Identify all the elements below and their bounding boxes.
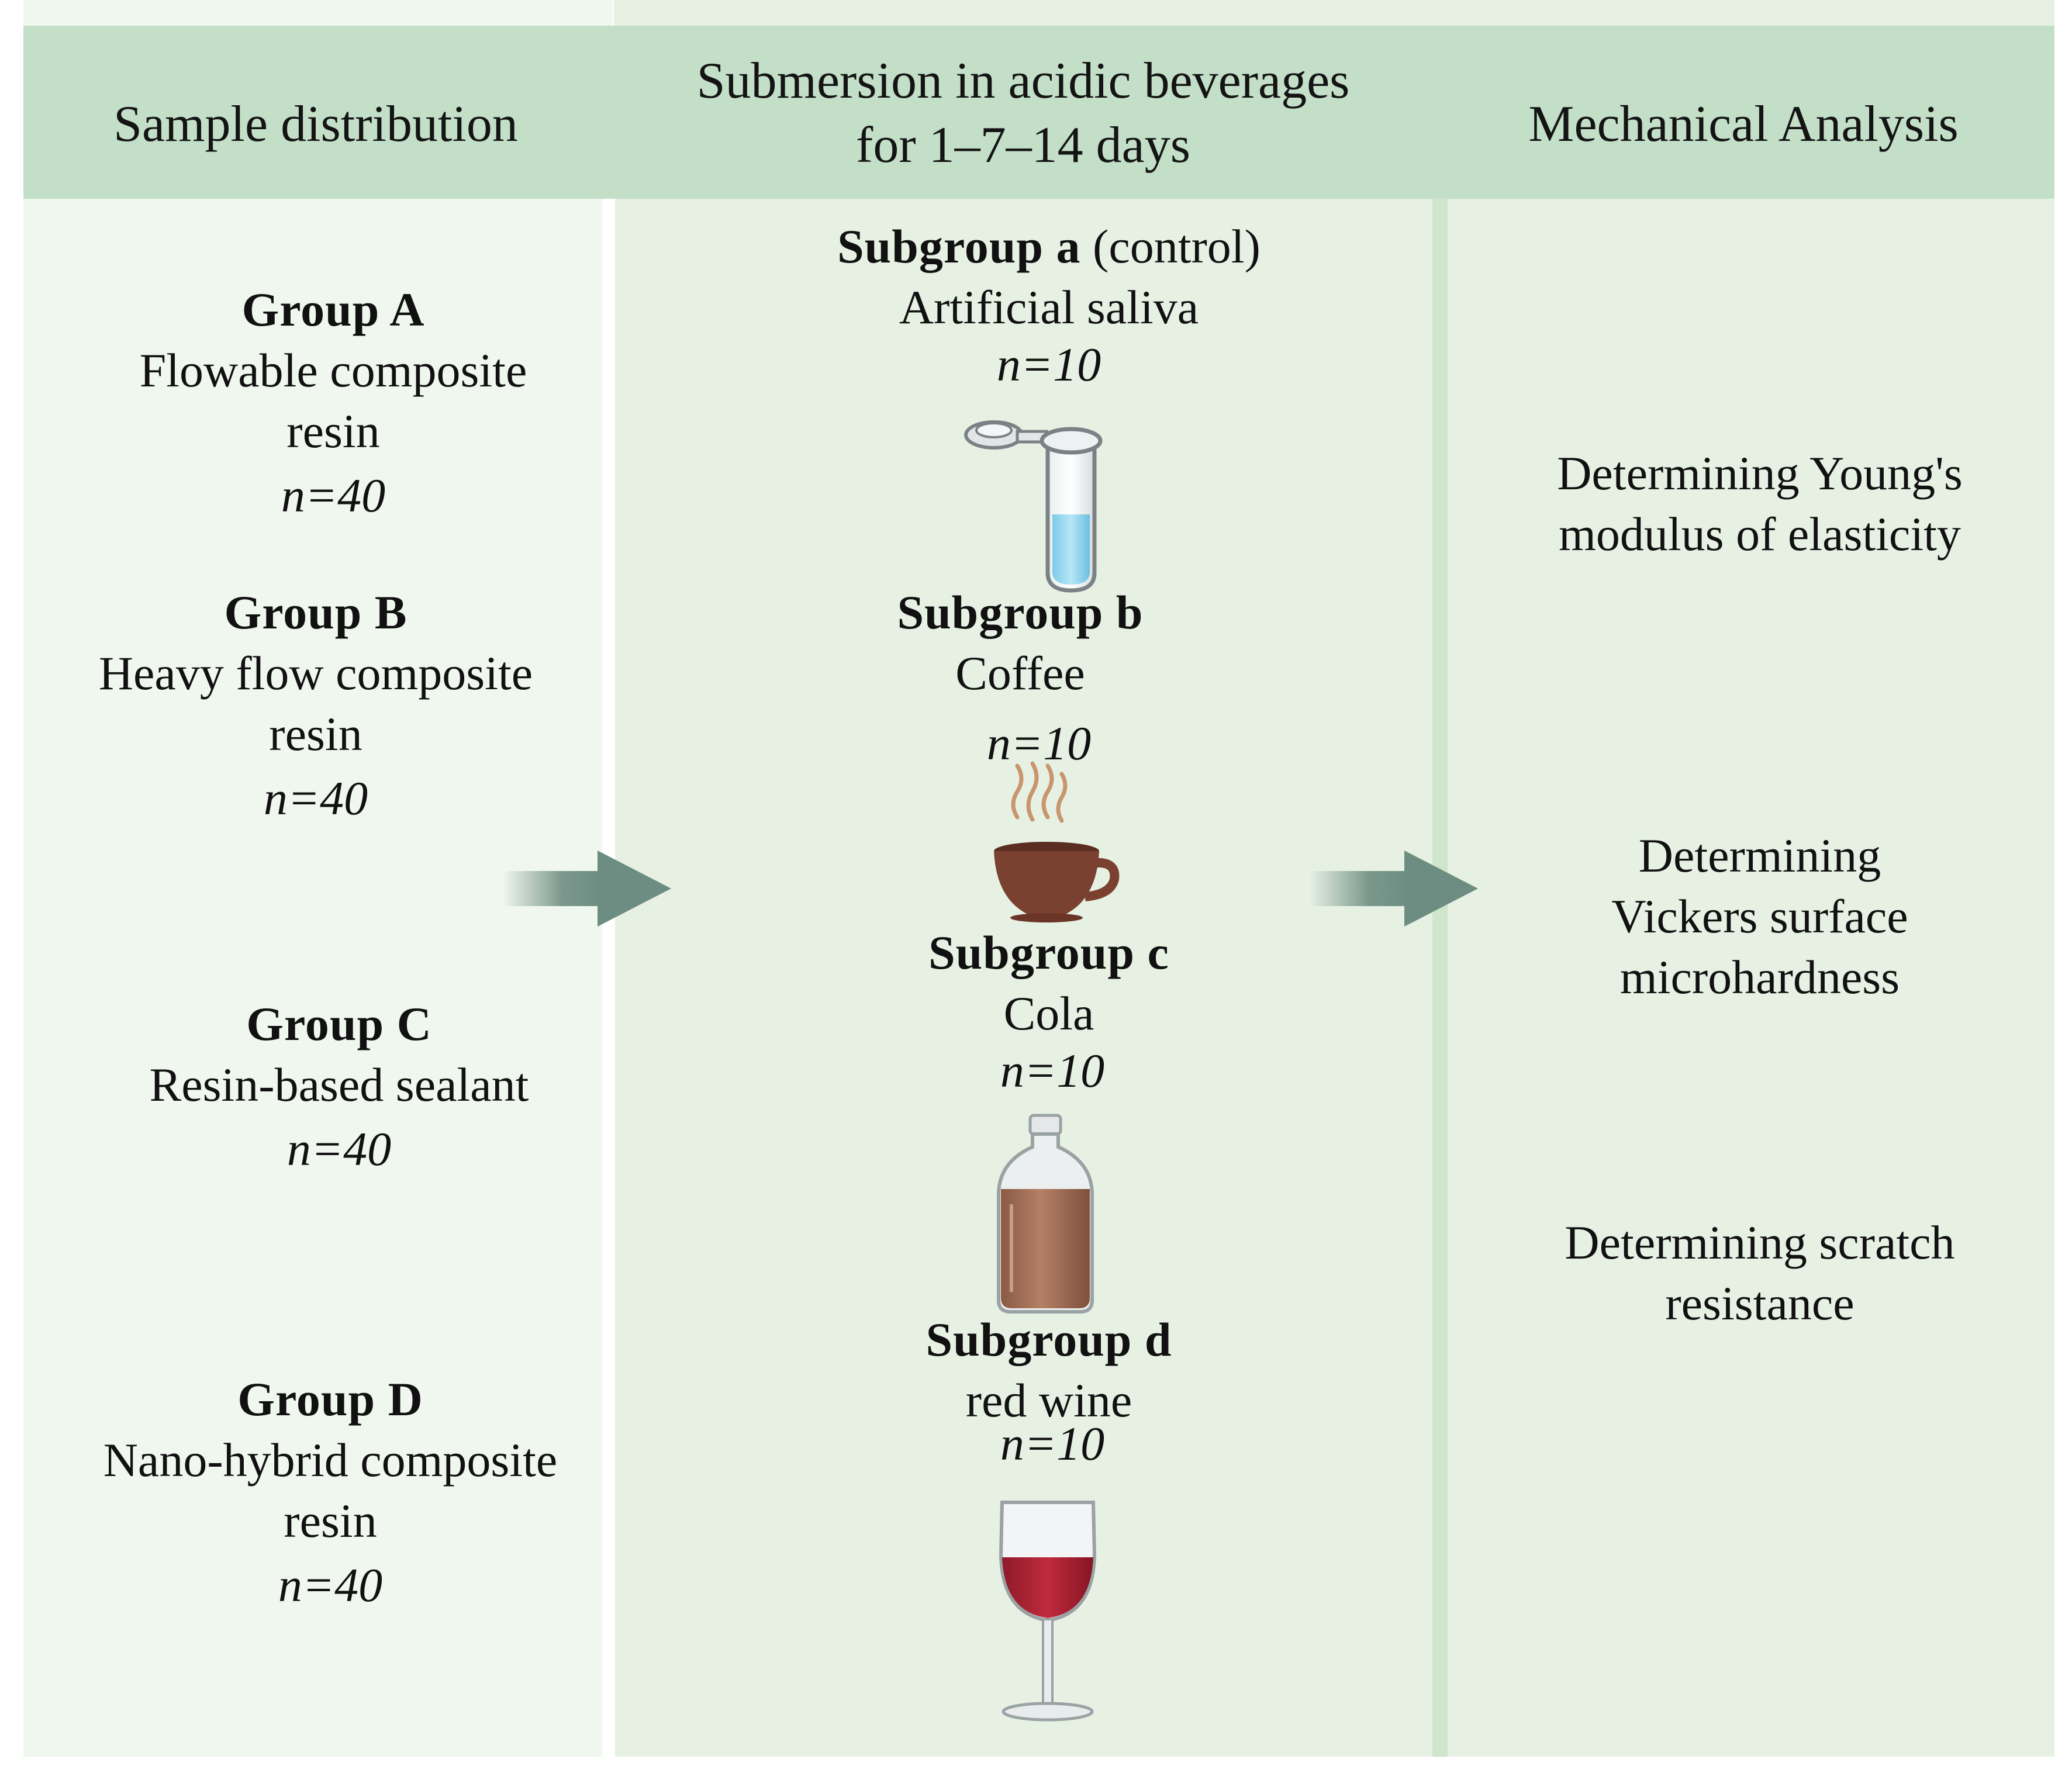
test-tube-icon bbox=[964, 420, 1103, 593]
subgroup-b-beverage: Coffee bbox=[955, 647, 1085, 700]
subgroup-c-title: Subgroup c bbox=[928, 926, 1169, 979]
header-submersion-line2: for 1–7–14 days bbox=[856, 117, 1190, 174]
analysis-youngs-modulus: Determining Young's modulus of elasticit… bbox=[1448, 443, 2072, 565]
subgroup-a-note: (control) bbox=[1093, 220, 1261, 273]
group-a-desc-line2: resin bbox=[286, 405, 380, 458]
mechanical-analysis-column bbox=[1432, 0, 2054, 1757]
subgroup-b-title: Subgroup b bbox=[897, 586, 1144, 639]
subgroup-d-n: n=10 bbox=[1000, 1417, 1105, 1470]
group-a-desc-line1: Flowable composite bbox=[139, 344, 527, 397]
group-b-n: n=40 bbox=[263, 772, 368, 825]
group-b-desc-line2: resin bbox=[269, 707, 362, 761]
subgroup-a-title: Subgroup a bbox=[837, 220, 1081, 273]
subgroup-b: Subgroup b Coffee n=10 bbox=[611, 582, 1429, 774]
analysis-scratch-resistance: Determining scratch resistance bbox=[1448, 1212, 2072, 1334]
header-mechanical-analysis: Mechanical Analysis bbox=[1528, 96, 1959, 153]
arrow-right-icon bbox=[503, 851, 671, 927]
group-a-title: Group A bbox=[241, 283, 425, 336]
subgroup-c: Subgroup c Cola n=10 bbox=[640, 922, 1458, 1101]
subgroup-c-n: n=10 bbox=[1000, 1044, 1105, 1097]
header-band bbox=[23, 26, 2054, 199]
group-c: Group C Resin-based sealant n=40 bbox=[47, 994, 631, 1180]
analysis-vickers-line2: Vickers surface bbox=[1611, 890, 1908, 943]
subgroup-d-beverage: red wine bbox=[965, 1374, 1132, 1427]
subgroup-d: Subgroup d red wine n=10 bbox=[640, 1309, 1458, 1474]
column-divider-right bbox=[1432, 199, 1448, 1757]
group-d-title: Group D bbox=[237, 1373, 423, 1426]
analysis-vickers-line1: Determining bbox=[1638, 829, 1881, 882]
group-c-n: n=40 bbox=[286, 1122, 392, 1176]
group-d: Group D Nano-hybrid composite resin n=40 bbox=[35, 1369, 626, 1616]
analysis-vickers-line3: microhardness bbox=[1619, 951, 1900, 1004]
column-divider-left bbox=[602, 199, 615, 1757]
group-a-n: n=40 bbox=[281, 469, 386, 522]
group-b: Group B Heavy flow composite resin n=40 bbox=[23, 582, 608, 829]
coffee-cup-icon bbox=[994, 761, 1120, 922]
header-submersion: Submersion in acidic beverages for 1–7–1… bbox=[614, 49, 1432, 178]
group-d-n: n=40 bbox=[278, 1558, 383, 1612]
arrow-right-icon bbox=[1310, 851, 1478, 927]
wine-glass-icon bbox=[999, 1501, 1097, 1722]
group-b-desc-line1: Heavy flow composite bbox=[98, 647, 533, 700]
analysis-youngs-line2: modulus of elasticity bbox=[1559, 507, 1961, 561]
header-sample-distribution: Sample distribution bbox=[113, 96, 518, 153]
subgroup-a: Subgroup a (control) Artificial saliva n… bbox=[640, 216, 1458, 395]
group-c-desc-line1: Resin-based sealant bbox=[149, 1058, 529, 1111]
subgroup-c-beverage: Cola bbox=[1003, 987, 1094, 1040]
group-c-title: Group C bbox=[246, 997, 432, 1050]
analysis-vickers-microhardness: Determining Vickers surface microhardnes… bbox=[1448, 825, 2072, 1008]
group-d-desc-line2: resin bbox=[284, 1494, 377, 1547]
group-d-desc-line1: Nano-hybrid composite bbox=[103, 1433, 558, 1487]
bottle-icon bbox=[997, 1114, 1094, 1314]
group-b-title: Group B bbox=[224, 586, 408, 639]
group-a: Group A Flowable composite resin n=40 bbox=[41, 279, 626, 526]
analysis-scratch-line1: Determining scratch bbox=[1565, 1216, 1955, 1269]
subgroup-d-title: Subgroup d bbox=[926, 1313, 1172, 1366]
subgroup-a-heading: Subgroup a (control) bbox=[640, 216, 1458, 277]
subgroup-a-beverage: Artificial saliva bbox=[899, 281, 1199, 334]
analysis-youngs-line1: Determining Young's bbox=[1557, 447, 1963, 500]
subgroup-b-n: n=10 bbox=[986, 717, 1092, 770]
subgroup-a-n: n=10 bbox=[996, 338, 1101, 391]
analysis-scratch-line2: resistance bbox=[1665, 1277, 1855, 1330]
header-submersion-line1: Submersion in acidic beverages bbox=[696, 53, 1350, 109]
